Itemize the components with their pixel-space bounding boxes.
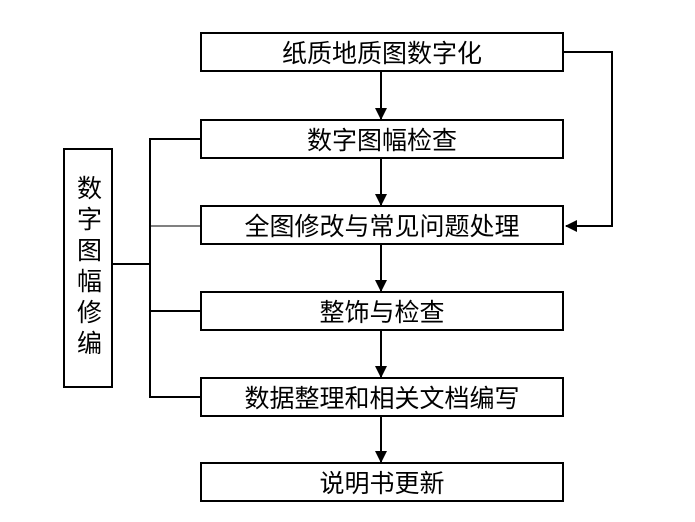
side-label: 数字图幅修编: [73, 175, 103, 361]
step-label: 数字图幅检查: [306, 126, 457, 155]
side-label-box: 数字图幅修编: [63, 148, 113, 388]
step-label: 整饰与检查: [319, 298, 445, 327]
step-box-digitize-paper-map: 纸质地质图数字化: [200, 32, 564, 72]
step-label: 说明书更新: [319, 469, 445, 498]
step-box-full-map-revision: 全图修改与常见问题处理: [200, 205, 564, 245]
step-label: 数据整理和相关文档编写: [244, 384, 520, 413]
step-box-manual-update: 说明书更新: [200, 462, 564, 502]
step-box-data-and-documents: 数据整理和相关文档编写: [200, 377, 564, 417]
step-box-map-sheet-check: 数字图幅检查: [200, 119, 564, 159]
step-label: 全图修改与常见问题处理: [244, 212, 520, 241]
loop-arrow-s1-to-s3: [564, 51, 613, 232]
step-box-finishing-and-check: 整饰与检查: [200, 291, 564, 331]
step-label: 纸质地质图数字化: [281, 39, 482, 68]
